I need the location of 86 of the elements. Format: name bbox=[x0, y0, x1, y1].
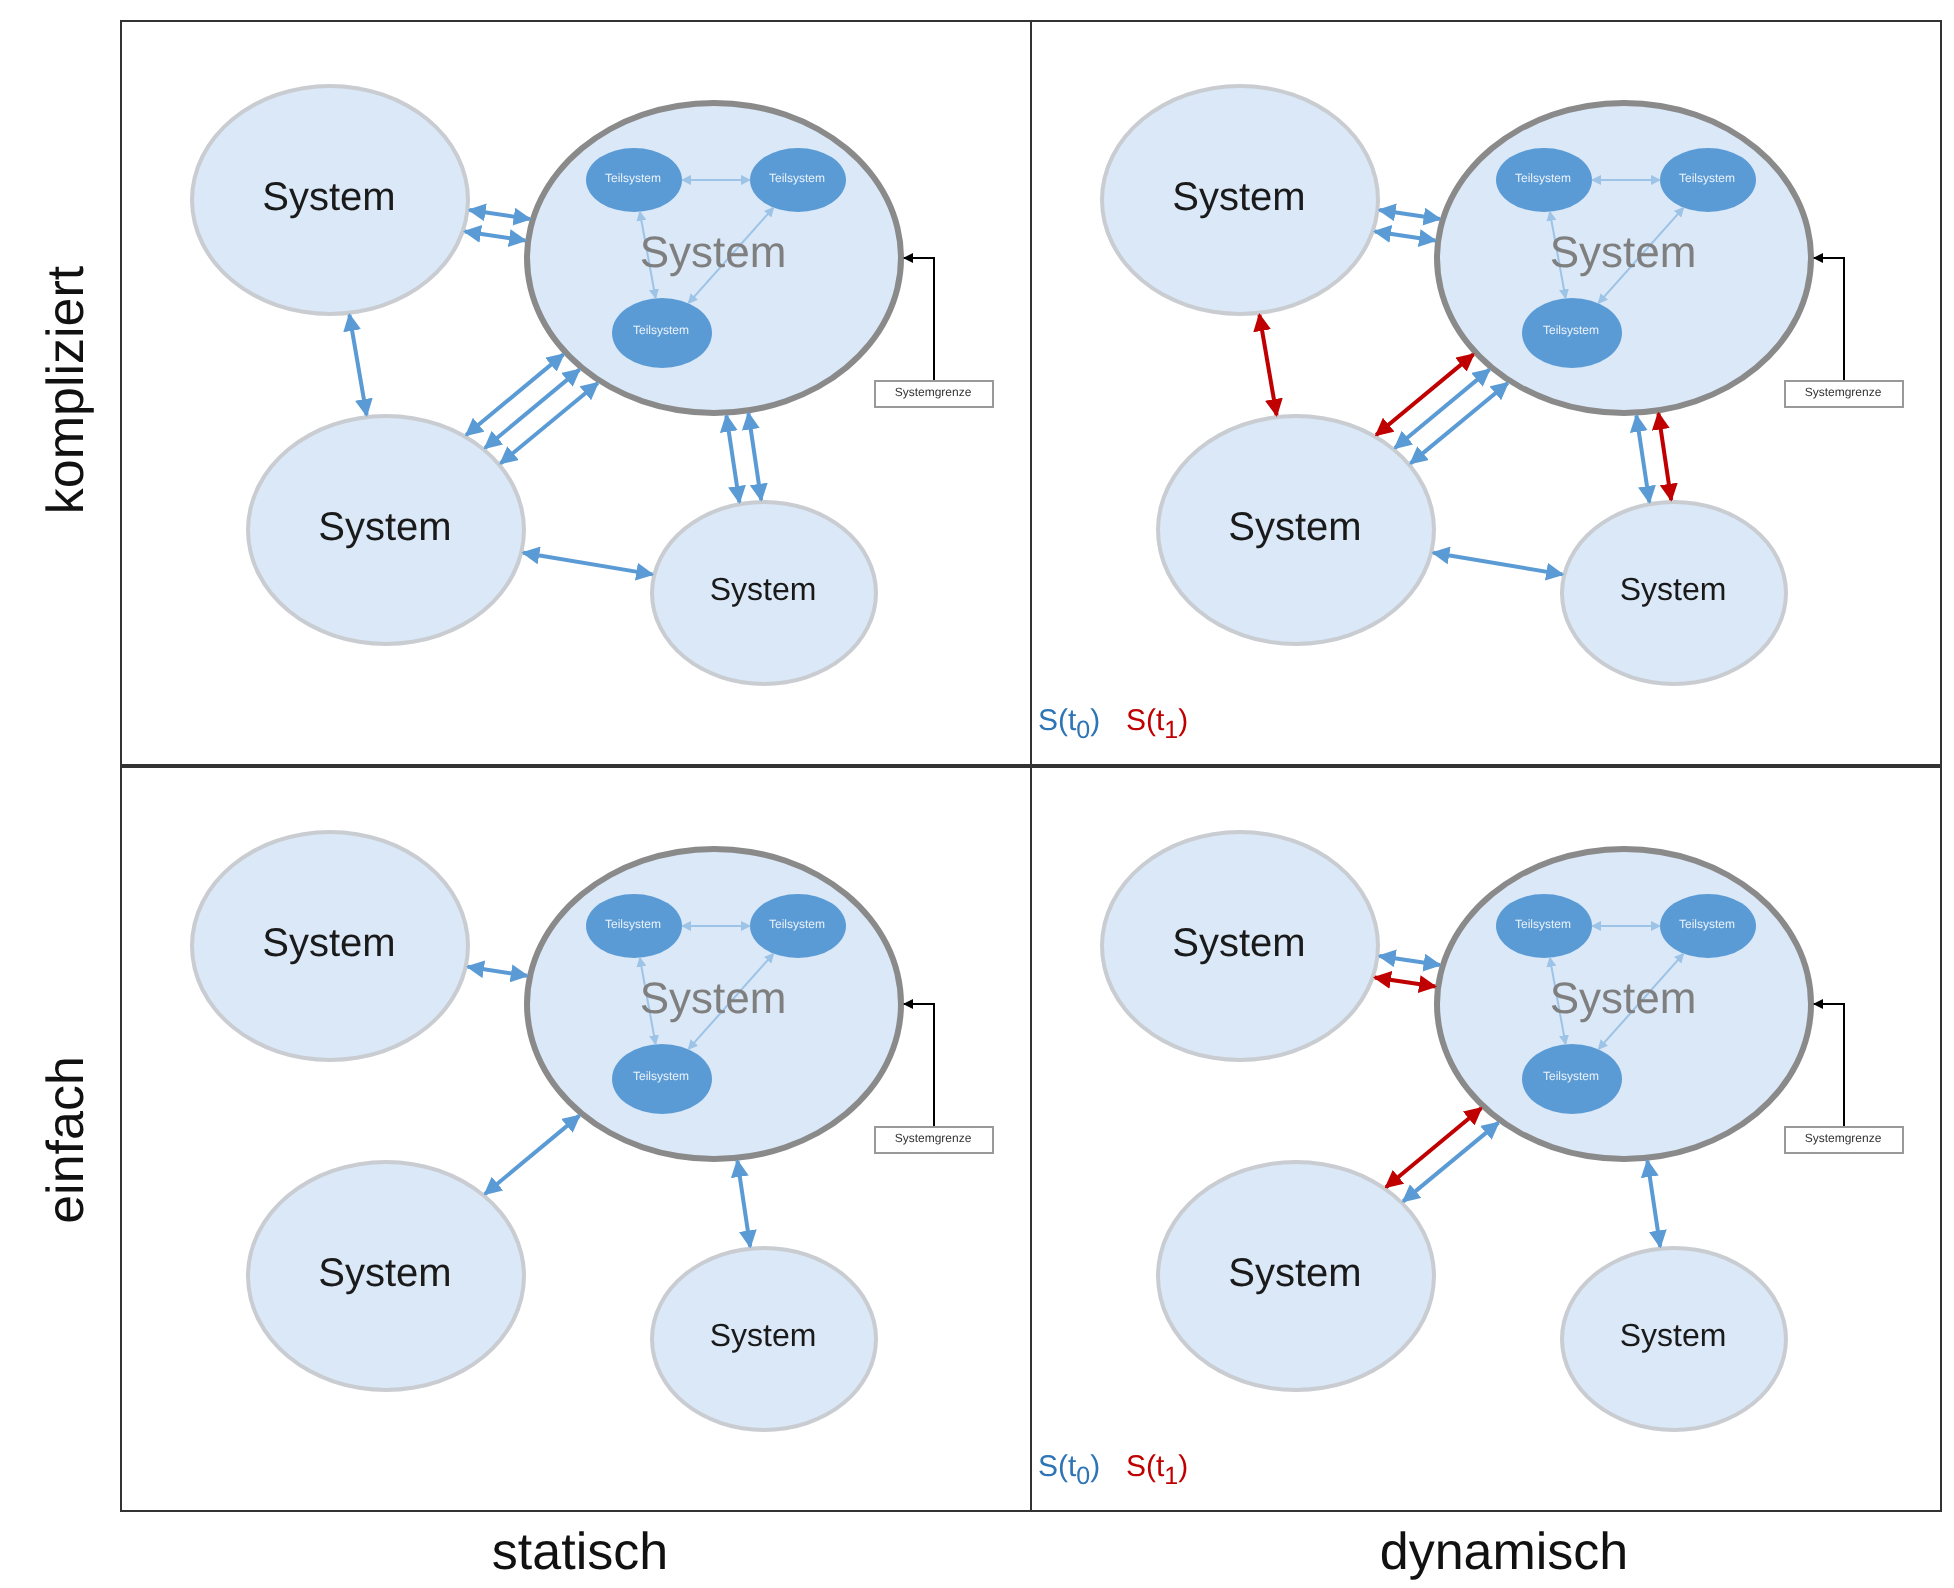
double-arrow bbox=[466, 960, 529, 983]
node-label: System bbox=[1228, 1252, 1362, 1298]
double-arrow bbox=[636, 956, 659, 1046]
double-arrow bbox=[1591, 175, 1661, 185]
double-arrow bbox=[1384, 1106, 1483, 1189]
double-arrow bbox=[1409, 381, 1510, 465]
double-arrow bbox=[521, 546, 655, 581]
legend-label: S(t$_{1}$) bbox=[1126, 1450, 1189, 1490]
double-arrow bbox=[719, 413, 746, 504]
node-label: System bbox=[1228, 506, 1362, 552]
label-box bbox=[873, 379, 993, 407]
double-arrow bbox=[1597, 206, 1685, 305]
subsystem-ellipse bbox=[1495, 893, 1591, 957]
subsystem-ellipse bbox=[585, 147, 681, 211]
double-arrow bbox=[464, 352, 565, 437]
double-arrow bbox=[681, 175, 751, 185]
double-arrow bbox=[1373, 224, 1437, 248]
leader-line bbox=[903, 999, 935, 1127]
subsystem-ellipse bbox=[1521, 1043, 1621, 1113]
node-label: System bbox=[709, 1320, 817, 1356]
double-arrow bbox=[483, 368, 581, 450]
node-label: System bbox=[639, 971, 787, 1024]
subsystem-ellipse bbox=[611, 1043, 711, 1113]
subsystem-ellipse bbox=[611, 297, 711, 367]
subsystem-ellipse bbox=[1659, 147, 1755, 211]
double-arrow bbox=[1377, 949, 1442, 972]
node-label: System bbox=[1172, 922, 1306, 968]
quadrant-panel bbox=[1030, 766, 1942, 1512]
node-label: System bbox=[318, 1252, 452, 1298]
node-label: System bbox=[1619, 574, 1727, 610]
label-box bbox=[873, 1125, 993, 1153]
node-label: System bbox=[1549, 225, 1697, 278]
double-arrow bbox=[1431, 546, 1565, 581]
double-arrow bbox=[1546, 956, 1569, 1046]
double-arrow bbox=[1377, 203, 1442, 226]
quadrant-panel bbox=[120, 766, 1032, 1512]
legend-label: S(t$_{1}$) bbox=[1126, 704, 1189, 744]
double-arrow bbox=[1373, 970, 1437, 994]
node-label: System bbox=[1549, 971, 1697, 1024]
double-arrow bbox=[467, 203, 532, 226]
double-arrow bbox=[687, 206, 775, 305]
node-label: System bbox=[318, 506, 452, 552]
subsystem-ellipse bbox=[749, 147, 845, 211]
subsystem-ellipse bbox=[1521, 297, 1621, 367]
node-label: System bbox=[262, 922, 396, 968]
quadrant-panel bbox=[120, 20, 1032, 766]
subsystem-ellipse bbox=[585, 893, 681, 957]
double-arrow bbox=[1401, 1121, 1500, 1203]
double-arrow bbox=[1253, 313, 1283, 417]
leader-line bbox=[903, 253, 935, 381]
subsystem-ellipse bbox=[749, 893, 845, 957]
double-arrow bbox=[1546, 210, 1569, 300]
node-label: System bbox=[262, 176, 396, 222]
axis-label: kompliziert bbox=[35, 265, 97, 515]
axis-label: dynamisch bbox=[1379, 1521, 1629, 1583]
double-arrow bbox=[343, 313, 373, 417]
double-arrow bbox=[687, 952, 775, 1051]
node-label: System bbox=[639, 225, 787, 278]
label-box bbox=[1783, 379, 1903, 407]
quadrant-panel bbox=[1030, 20, 1942, 766]
double-arrow bbox=[741, 411, 768, 502]
leader-line bbox=[1813, 253, 1845, 381]
legend-label: S(t$_{0}$) bbox=[1038, 1450, 1101, 1490]
double-arrow bbox=[1374, 352, 1475, 437]
double-arrow bbox=[1393, 368, 1491, 450]
axis-label: einfach bbox=[35, 1056, 97, 1224]
node-label: System bbox=[709, 574, 817, 610]
double-arrow bbox=[1651, 411, 1678, 502]
leader-line bbox=[1813, 999, 1845, 1127]
node-label: System bbox=[1619, 1320, 1727, 1356]
double-arrow bbox=[1629, 413, 1656, 504]
axis-label: statisch bbox=[491, 1521, 669, 1583]
double-arrow bbox=[499, 381, 600, 465]
double-arrow bbox=[681, 921, 751, 931]
double-arrow bbox=[483, 1114, 581, 1196]
label-box bbox=[1783, 1125, 1903, 1153]
double-arrow bbox=[1591, 921, 1661, 931]
subsystem-ellipse bbox=[1495, 147, 1591, 211]
double-arrow bbox=[730, 1159, 757, 1249]
subsystem-ellipse bbox=[1659, 893, 1755, 957]
double-arrow bbox=[1597, 952, 1685, 1051]
double-arrow bbox=[1640, 1159, 1667, 1249]
legend-label: S(t$_{0}$) bbox=[1038, 704, 1101, 744]
double-arrow bbox=[463, 224, 527, 248]
double-arrow bbox=[636, 210, 659, 300]
node-label: System bbox=[1172, 176, 1306, 222]
